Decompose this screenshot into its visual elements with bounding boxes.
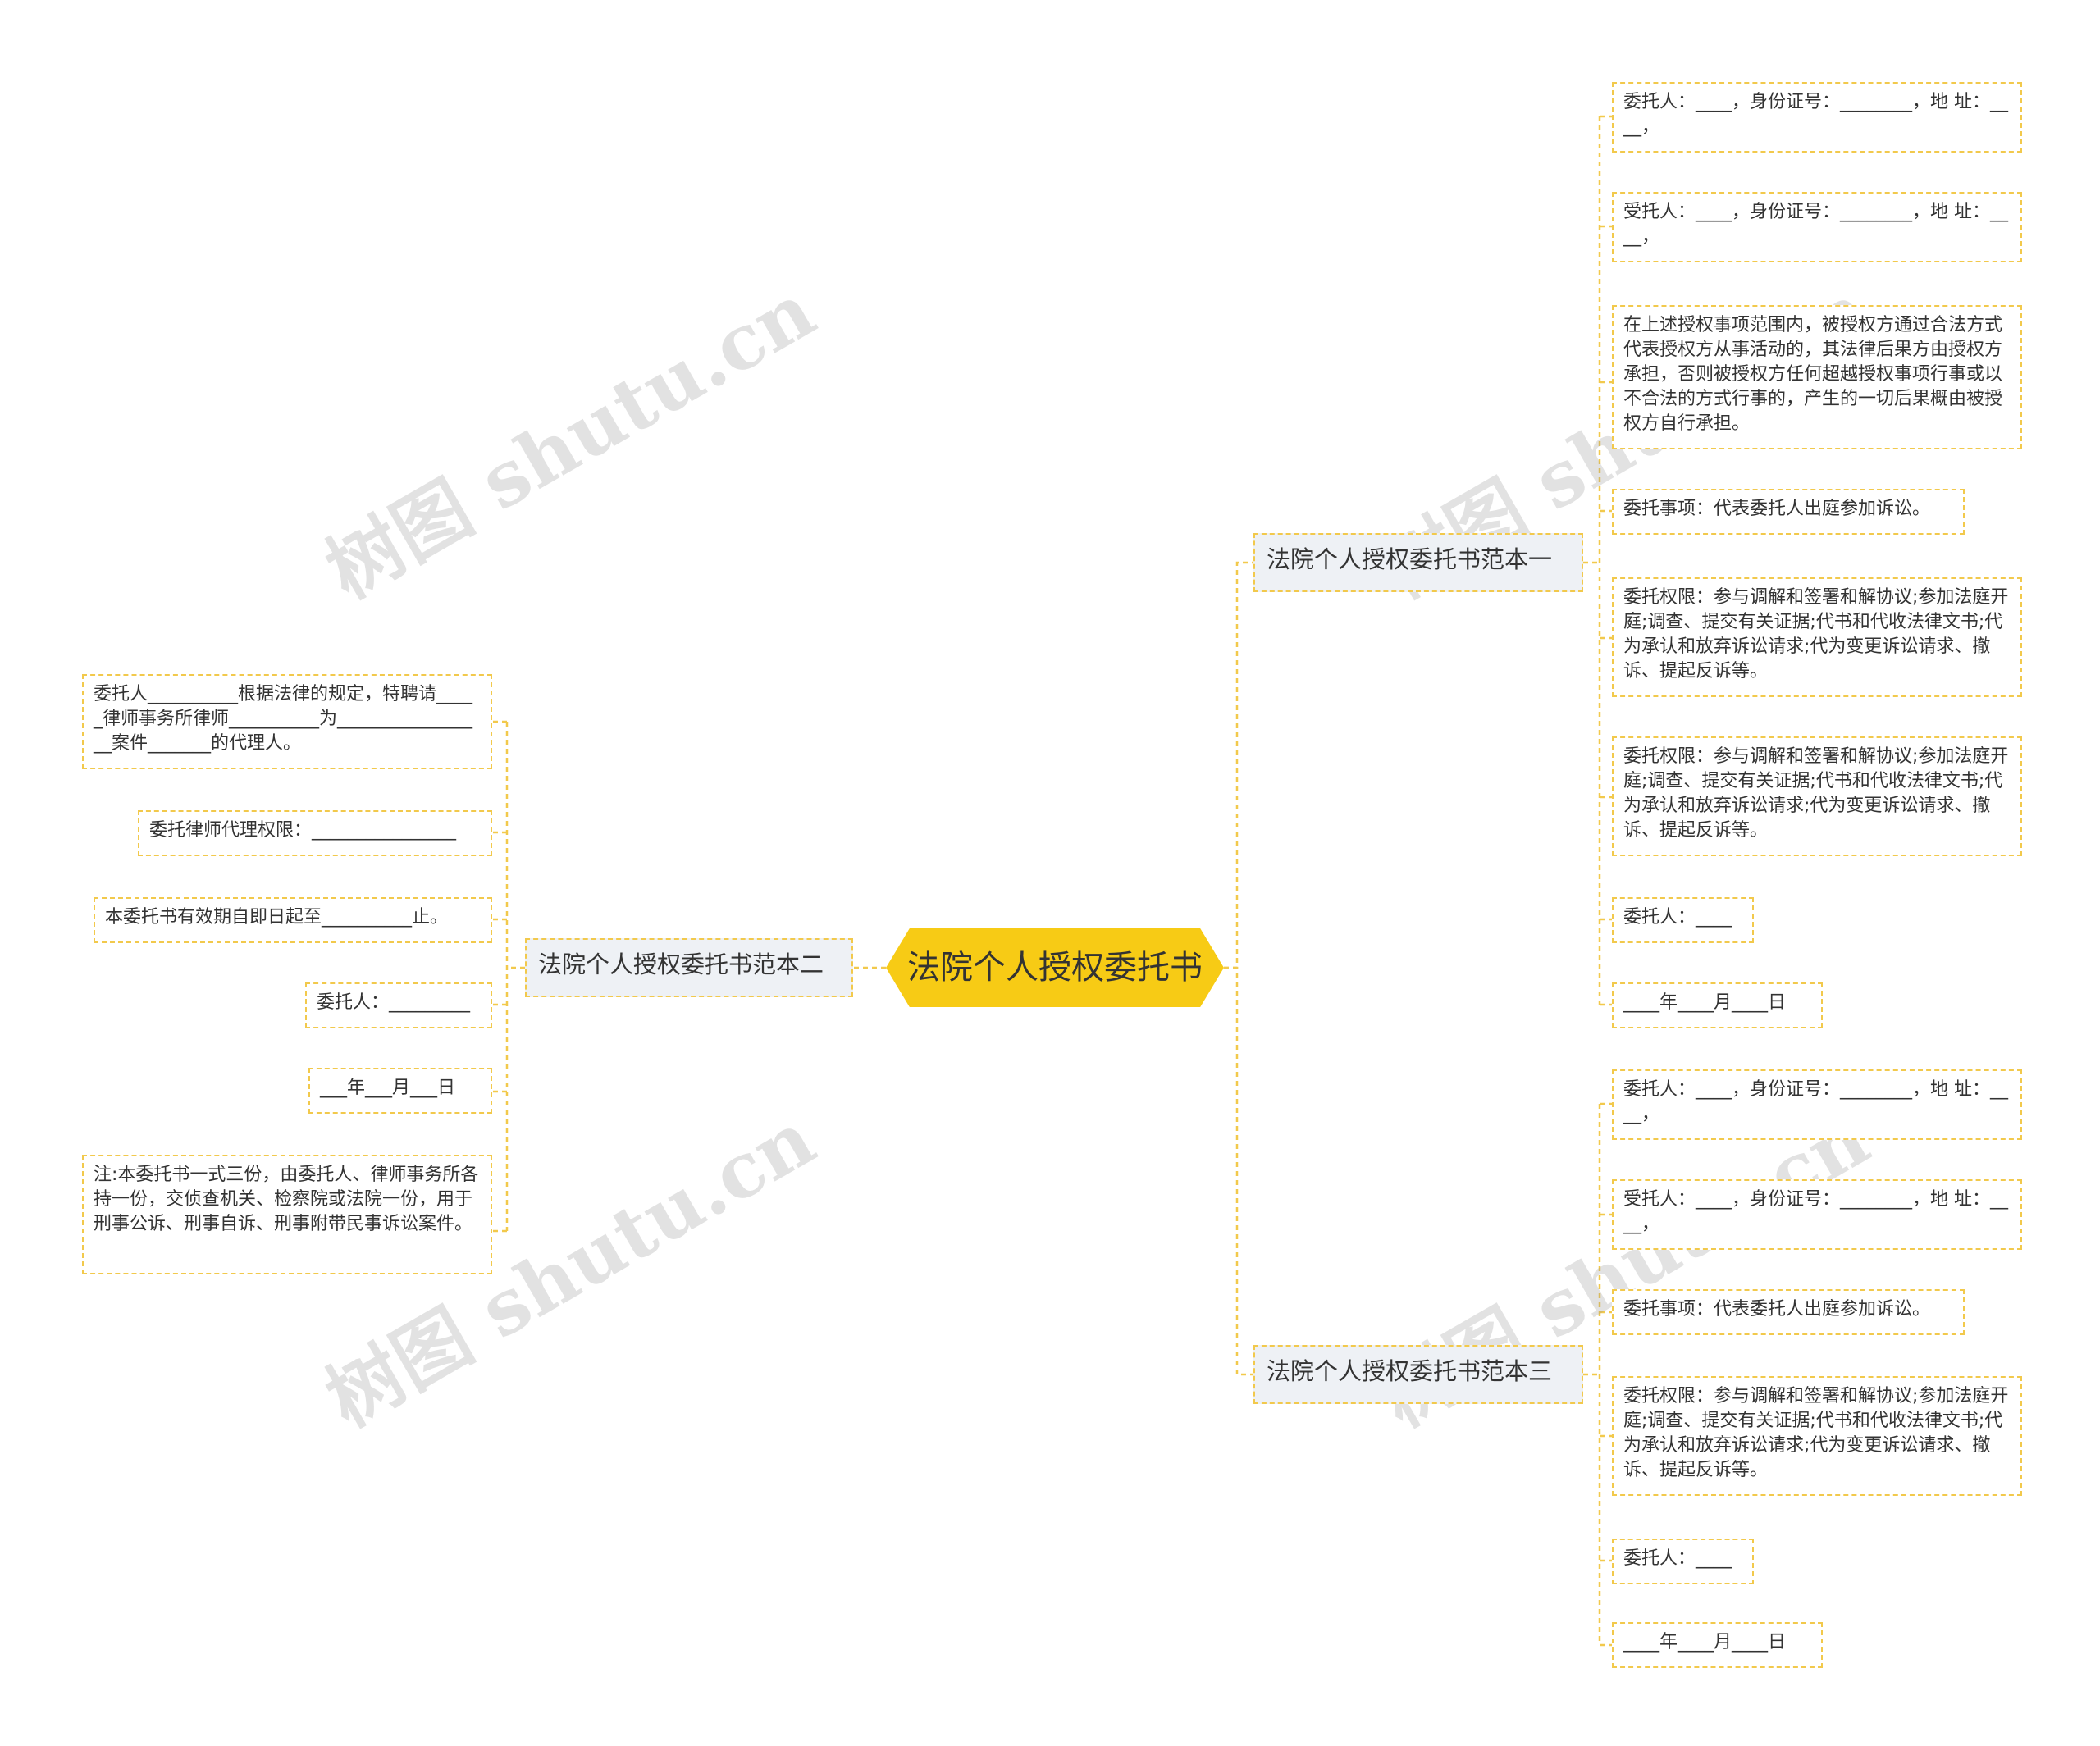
leaf-one-authority[interactable]: 委托权限：参与调解和签署和解协议;参加法庭开庭;调查、提交有关证据;代书和代收法… (1612, 577, 2022, 697)
leaf-one-agent[interactable]: 受托人：____，身份证号：________，地 址：____， (1612, 192, 2022, 262)
leaf-one-scope-note[interactable]: 在上述授权事项范围内，被授权方通过合法方式代表授权方从事活动的，其法律后果方由授… (1612, 305, 2022, 449)
leaf-three-matter[interactable]: 委托事项：代表委托人出庭参加诉讼。 (1612, 1289, 1965, 1335)
leaf-one-signature[interactable]: 委托人：____ (1612, 897, 1754, 943)
leaf-one-principal[interactable]: 委托人：____，身份证号：________，地 址：____， (1612, 82, 2022, 153)
leaf-one-date[interactable]: ____年____月____日 (1612, 982, 1823, 1028)
branch-sample-three[interactable]: 法院个人授权委托书范本三 (1253, 1345, 1583, 1404)
leaf-two-note[interactable]: 注:本委托书一式三份，由委托人、律师事务所各持一份，交侦查机关、检察院或法院一份… (82, 1155, 492, 1274)
leaf-two-appointment[interactable]: 委托人__________根据法律的规定，特聘请_____律师事务所律师____… (82, 674, 492, 769)
leaf-three-authority[interactable]: 委托权限：参与调解和签署和解协议;参加法庭开庭;调查、提交有关证据;代书和代收法… (1612, 1376, 2022, 1496)
leaf-two-date[interactable]: ___年___月___日 (308, 1068, 492, 1114)
branch-label: 法院个人授权委托书范本二 (538, 950, 824, 978)
branch-sample-one[interactable]: 法院个人授权委托书范本一 (1253, 533, 1583, 592)
leaf-one-matter[interactable]: 委托事项：代表委托人出庭参加诉讼。 (1612, 489, 1965, 535)
leaf-three-signature[interactable]: 委托人：____ (1612, 1539, 1754, 1584)
leaf-two-signature[interactable]: 委托人：_________ (305, 982, 492, 1028)
root-topic[interactable]: 法院个人授权委托书 (886, 928, 1224, 1007)
branch-label: 法院个人授权委托书范本三 (1267, 1357, 1553, 1385)
branch-sample-two[interactable]: 法院个人授权委托书范本二 (525, 938, 853, 997)
leaf-three-date[interactable]: ____年____月____日 (1612, 1622, 1823, 1668)
leaf-two-validity[interactable]: 本委托书有效期自即日起至__________止。 (94, 897, 492, 943)
leaf-three-principal[interactable]: 委托人：____，身份证号：________，地 址：____， (1612, 1069, 2022, 1140)
root-label: 法院个人授权委托书 (907, 949, 1203, 987)
leaf-one-authority-2[interactable]: 委托权限：参与调解和签署和解协议;参加法庭开庭;调查、提交有关证据;代书和代收法… (1612, 736, 2022, 856)
leaf-three-agent[interactable]: 受托人：____，身份证号：________，地 址：____， (1612, 1179, 2022, 1250)
branch-label: 法院个人授权委托书范本一 (1267, 545, 1553, 573)
leaf-two-authority[interactable]: 委托律师代理权限：________________ (138, 810, 492, 856)
